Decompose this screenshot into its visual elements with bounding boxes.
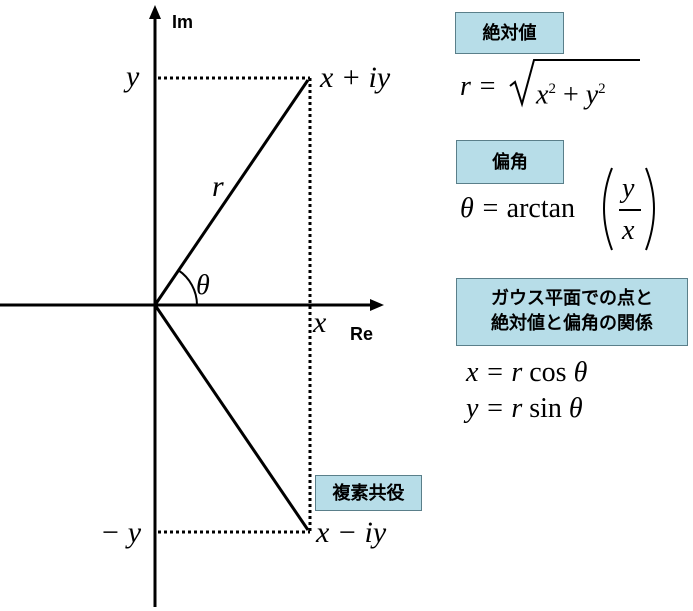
right-paren [645,167,655,251]
arg-box: 偏角 [456,140,564,184]
real-axis-arrowhead [370,299,384,311]
abs-value-box: 絶対値 [455,12,564,54]
arg-denominator: x [622,216,634,246]
y-relation-formula: y = r sin θ [466,394,583,424]
conjugate-box: 複素共役 [315,475,422,511]
abs-y: y [585,79,599,111]
x-relation-r: r [511,357,523,388]
angle-arc [177,269,198,306]
arg-formula: θ = arctan [460,194,575,224]
arg-lhs: θ = [460,193,507,224]
y-relation-func: sin [522,393,569,424]
arg-numerator: y [622,174,634,204]
x-relation-func: cos [522,357,574,388]
abs-x-exp: 2 [548,81,556,97]
arg-den: x [622,215,635,246]
x-tick-label: x [312,306,327,339]
abs-value-formula: r = [460,72,497,102]
gauss-plane-line2: 絶対値と偏角の関係 [491,313,653,333]
y-tick-label: y [123,60,140,93]
point-label: x + iy [319,61,391,94]
neg-y-tick-label: − y [100,516,142,549]
vector-to-point [153,79,310,306]
gauss-plane-box: ガウス平面での点と 絶対値と偏角の関係 [456,278,688,346]
abs-plus: + [555,79,586,111]
y-relation-lhs: y = [466,393,512,424]
x-relation-lhs: x = [466,357,512,388]
real-axis-label: Re [350,324,373,344]
x-relation-theta: θ [573,357,588,388]
y-relation-r: r [511,393,523,424]
gauss-plane-line1: ガウス平面での点と [491,288,653,308]
y-relation-theta: θ [568,393,583,424]
abs-value-radicand: x2 + y2 [536,74,606,110]
imaginary-axis-arrowhead [149,5,161,19]
angle-label: θ [196,270,210,301]
arg-num: y [622,173,635,204]
conjugate-point-label: x − iy [315,516,387,549]
arg-func: arctan [506,193,576,224]
abs-x: x [536,79,549,111]
abs-lhs: r = [460,71,497,102]
x-relation-formula: x = r cos θ [466,358,587,388]
sqrt-radical [509,59,640,108]
abs-y-exp: 2 [598,81,606,97]
left-paren [603,167,613,251]
vector-to-conjugate [153,304,310,531]
imaginary-axis-label: Im [172,12,193,32]
radius-label: r [212,170,224,203]
